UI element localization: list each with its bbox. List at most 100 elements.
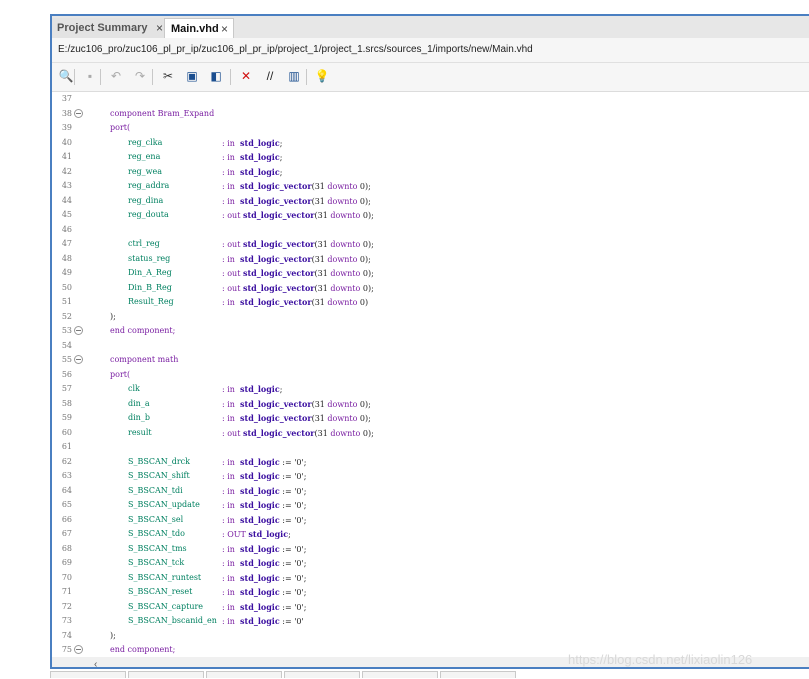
code-line: 74); [52, 629, 809, 644]
line-number: 37 [61, 94, 72, 103]
code-token: : OUT [222, 530, 249, 539]
code-token: 0); [357, 196, 371, 206]
fold-toggle-icon[interactable] [74, 326, 83, 335]
redo-icon[interactable]: ↷ [134, 69, 146, 83]
copy-icon[interactable]: ▣ [186, 69, 198, 83]
code-token: ; [279, 153, 283, 162]
code-token: std_logic [240, 500, 280, 510]
port-declaration: : out std_logic_vector(31 downto 0); [222, 237, 374, 253]
code-token: std_logic_vector [242, 239, 315, 249]
line-number: 72 [61, 601, 72, 611]
port-declaration: : in std_logic := '0'; [222, 600, 306, 616]
undo-icon[interactable]: ↶ [110, 69, 122, 83]
lightbulb-icon[interactable]: 💡 [314, 69, 330, 83]
bottom-tab[interactable] [440, 671, 516, 678]
bottom-panel-tabs [50, 669, 520, 679]
comment-icon[interactable]: // [266, 69, 274, 83]
port-declaration: : in std_logic := '0'; [222, 571, 306, 587]
port-declaration: : in std_logic := '0'; [222, 542, 306, 558]
fold-toggle-icon[interactable] [74, 355, 83, 364]
line-number: 75 [61, 645, 72, 654]
paste-icon[interactable]: ◧ [210, 69, 222, 83]
delete-icon[interactable]: ✕ [240, 69, 252, 83]
port-name: S_BSCAN_runtest [128, 572, 202, 582]
line-number: 70 [61, 572, 72, 582]
port-name: S_BSCAN_shift [128, 471, 190, 480]
line-number: 69 [61, 558, 72, 567]
search-icon[interactable]: 🔍 [58, 69, 74, 83]
code-token: ); [110, 311, 116, 321]
watermark: https://blog.csdn.net/lixiaolin126 [568, 652, 753, 667]
code-token: := '0'; [279, 486, 307, 496]
port-declaration: : in std_logic := '0'; [222, 585, 306, 601]
code-text: component math [110, 353, 178, 368]
code-token: std_logic [240, 471, 280, 481]
save-icon[interactable]: ▪ [87, 69, 93, 83]
code-token: std_logic_vector [240, 253, 312, 264]
code-token: (31 [311, 399, 328, 409]
code-token: : in [222, 153, 241, 162]
bottom-tab[interactable] [50, 671, 126, 678]
port-name: S_BSCAN_reset [128, 587, 193, 596]
line-number: 43 [61, 181, 72, 190]
port-declaration: : in std_logic; [222, 382, 282, 398]
port-name: Result_Reg [128, 297, 174, 306]
code-token: 0) [357, 298, 369, 307]
code-token: downto [327, 399, 358, 409]
cut-icon[interactable]: ✂ [162, 69, 174, 83]
code-token: := '0'; [279, 544, 307, 554]
port-name: reg_wea [128, 166, 163, 176]
code-token: 0); [360, 240, 374, 249]
port-declaration: : in std_logic := '0'; [222, 498, 306, 514]
code-text: component Bram_Expand [110, 107, 214, 122]
port-name: S_BSCAN_tck [128, 558, 185, 567]
line-number: 66 [61, 514, 72, 524]
port-declaration: : in std_logic := '0'; [222, 469, 306, 485]
code-token: : in [222, 138, 241, 148]
columns-icon[interactable]: ▥ [288, 69, 300, 83]
line-number: 39 [61, 123, 72, 132]
bottom-tab[interactable] [284, 671, 360, 678]
port-name: reg_dina [128, 195, 164, 205]
line-number: 40 [61, 137, 72, 147]
code-text: port( [110, 368, 130, 383]
horizontal-scrollbar[interactable]: ‹ [52, 657, 809, 667]
code-token: : in [222, 573, 241, 583]
code-token: std_logic [240, 543, 280, 554]
tab-main-vhd[interactable]: Main.vhd × [164, 18, 234, 38]
tab-project-summary[interactable]: Project Summary × [52, 18, 169, 38]
scroll-left-icon[interactable]: ‹ [94, 659, 98, 669]
close-icon[interactable]: × [220, 22, 228, 36]
line-number: 46 [61, 224, 72, 234]
line-number: 42 [61, 166, 72, 176]
code-token: std_logic [240, 572, 280, 583]
line-number: 62 [61, 456, 72, 466]
fold-toggle-icon[interactable] [74, 645, 83, 654]
code-token: 0); [357, 254, 371, 264]
line-number: 56 [61, 369, 72, 379]
bottom-tab[interactable] [362, 671, 438, 678]
bottom-tab[interactable] [128, 671, 204, 678]
code-token: std_logic [240, 456, 280, 467]
code-token: std_logic [240, 558, 280, 568]
code-token: 0); [360, 283, 374, 293]
port-declaration: : out std_logic_vector(31 downto 0); [222, 208, 374, 224]
fold-toggle-icon[interactable] [74, 108, 83, 118]
code-token: downto [327, 414, 358, 423]
code-token: port( [110, 369, 131, 379]
close-icon[interactable]: × [155, 21, 163, 35]
bottom-tab[interactable] [206, 671, 282, 678]
line-number: 51 [61, 297, 72, 306]
line-number: 63 [61, 471, 72, 480]
code-token: component Bram_Expand [110, 108, 215, 118]
port-name: S_BSCAN_tdo [128, 529, 185, 538]
